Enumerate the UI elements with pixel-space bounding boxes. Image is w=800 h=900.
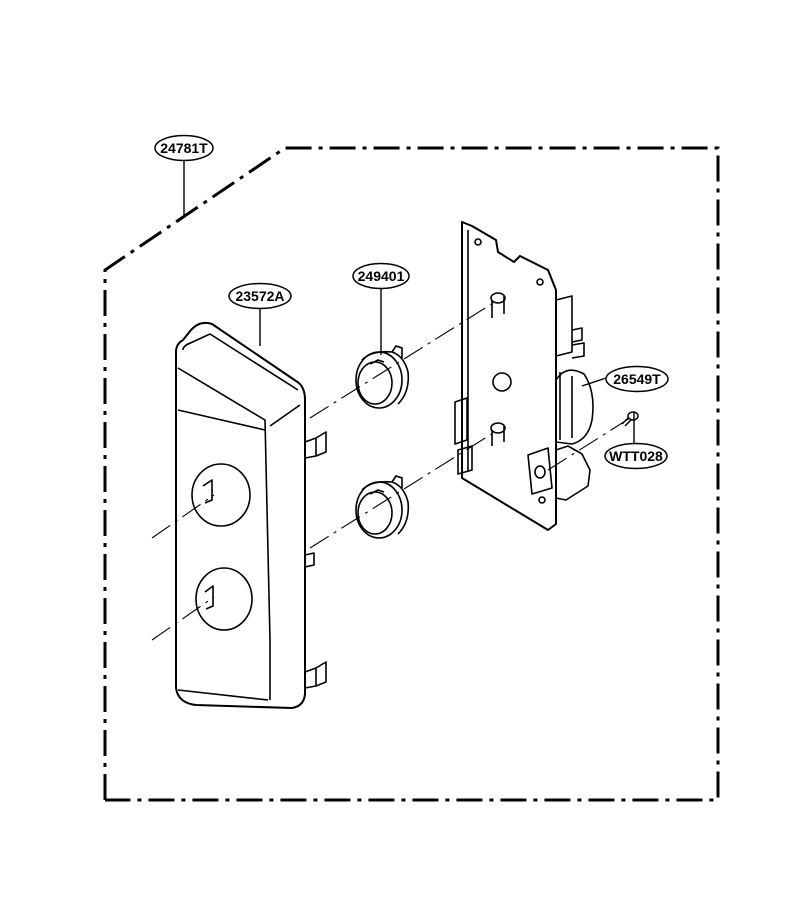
- callout-control-panel: 23572A: [228, 282, 292, 310]
- assembly-boundary: [103, 146, 720, 802]
- callout-knob: 249401: [352, 262, 410, 290]
- timer-module-part: [454, 221, 594, 531]
- callout-screw: WTT028: [604, 442, 668, 470]
- callout-assembly: 24781T: [154, 134, 214, 162]
- callout-label-assembly: 24781T: [160, 140, 208, 156]
- assembly-center-lines: [151, 299, 631, 641]
- callout-bubble: [228, 282, 292, 310]
- callout-bubble: [154, 134, 214, 162]
- control-panel-part: [175, 321, 327, 709]
- callout-leaders: [183, 160, 635, 444]
- callout-label-control-panel: 23572A: [235, 288, 284, 304]
- callout-label-knob: 249401: [358, 268, 405, 284]
- callout-label-timer-module: 26549T: [613, 371, 661, 387]
- screw-part: [621, 411, 639, 427]
- callout-timer-module: 26549T: [605, 365, 669, 393]
- callout-bubble: [352, 262, 410, 290]
- callout-bubble: [605, 365, 669, 393]
- callout-label-screw: WTT028: [609, 448, 663, 464]
- callout-bubble: [604, 442, 668, 470]
- knob-upper: [355, 345, 410, 409]
- knob-lower: [355, 475, 410, 539]
